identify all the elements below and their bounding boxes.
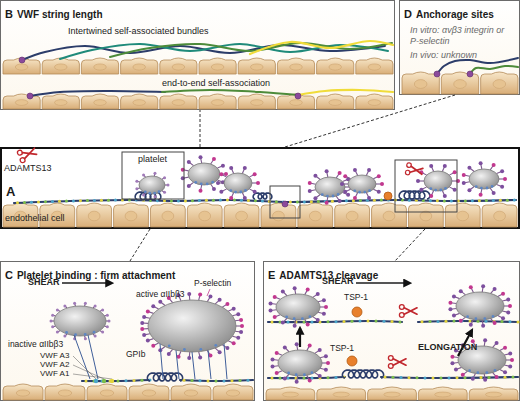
annotation-label: VWF A2 xyxy=(40,361,69,369)
panel-title: VWF string length xyxy=(17,9,103,20)
annotation-label: GPIb xyxy=(126,350,145,359)
panel-box: B VWF string length xyxy=(0,0,395,110)
annotation-label: end-to-end self-association xyxy=(162,79,270,88)
panel-note: In vitro: αvβ3 integrin or P-selectin xyxy=(410,25,514,47)
panel-heading: EADAMTS13 cleavage xyxy=(264,262,519,283)
panel-letter: B xyxy=(5,8,13,20)
annotation-label: ELONGATION xyxy=(418,343,477,352)
annotation-label: ADAMTS13 xyxy=(4,164,52,173)
annotation-label: VWF A3 xyxy=(40,352,69,360)
panel-title: Anchorage sites xyxy=(416,9,494,20)
annotation-label: Intertwined self-associated bundles xyxy=(68,27,209,36)
panel-box: A xyxy=(0,147,520,229)
annotation-label: endothelial cell xyxy=(5,214,65,223)
panel-box: EADAMTS13 cleavage xyxy=(263,261,520,401)
panel-heading: A xyxy=(2,149,518,200)
zoom-connector xyxy=(395,229,425,261)
annotation-label: inactive αIIbβ3 xyxy=(8,340,63,349)
zoom-connector xyxy=(200,110,201,147)
panel-letter: E xyxy=(268,269,275,281)
panel-letter: C xyxy=(5,269,13,281)
panel-note: In vivo: unknown xyxy=(410,50,514,61)
panel-box: D Anchorage sites In vitro: αvβ3 integrin … xyxy=(399,0,520,95)
annotation-label: TSP-1 xyxy=(330,344,354,353)
panel-heading: B VWF string length xyxy=(1,1,394,22)
annotation-label: P-selectin xyxy=(194,279,231,288)
annotation-label: platelet xyxy=(138,155,167,164)
annotation-label: TSP-1 xyxy=(344,293,368,302)
panel-letter: D xyxy=(404,8,412,20)
annotation-label: active αIIbβ3 xyxy=(136,290,185,299)
panel-heading: D Anchorage sites xyxy=(400,1,519,22)
annotation-label: SHEAR xyxy=(322,277,354,286)
annotation-label: SHEAR xyxy=(28,278,60,287)
zoom-connector xyxy=(130,229,150,261)
panel-letter: A xyxy=(6,184,15,199)
annotation-label: VWF A1 xyxy=(40,370,69,378)
